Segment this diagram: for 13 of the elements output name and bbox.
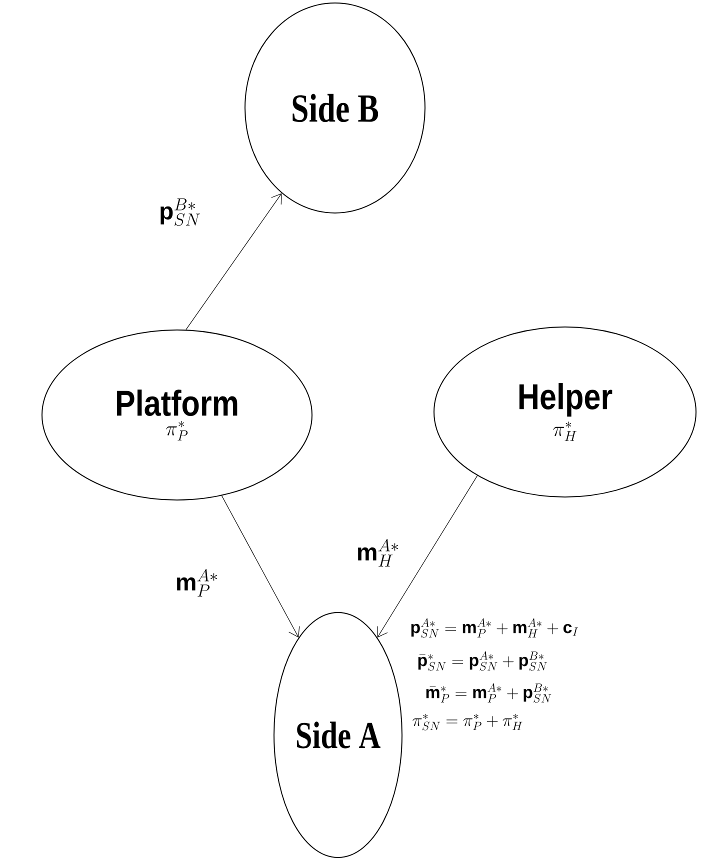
equation: $\pi_{SN}^{*} = \pi_{P}^{*} + \pi_{H}^{*}$ (412, 714, 522, 730)
equation: $\bar{\mathbf{m}}_{P}^{*} = \mathbf{m}_{P}^{A*} + \mathbf{p}_{SN}^{B*}$ (426, 683, 552, 703)
edge-label: $\mathbf{m}_{P}^{A*}$ (174, 568, 220, 598)
ellipse-node: Helper $\pi_{H}^{*}$ (434, 326, 696, 498)
edge-label: $\mathbf{p}_{SN}^{B*}$ (158, 198, 202, 226)
arrow (186, 193, 282, 330)
ellipse-node: Side A (274, 612, 402, 858)
arrow (376, 475, 478, 638)
arrow (221, 495, 300, 638)
ellipse-node: Side B (244, 2, 426, 214)
edge-label: $\mathbf{m}_{H}^{A*}$ (355, 538, 401, 568)
equation: $\bar{\mathbf{p}}_{SN}^{*} = \mathbf{p}_{SN}^{A*} + \mathbf{p}_{SN}^{B*}$ (418, 651, 547, 671)
ellipse-node: Platform $\pi_{P}^{*}$ (42, 330, 312, 500)
